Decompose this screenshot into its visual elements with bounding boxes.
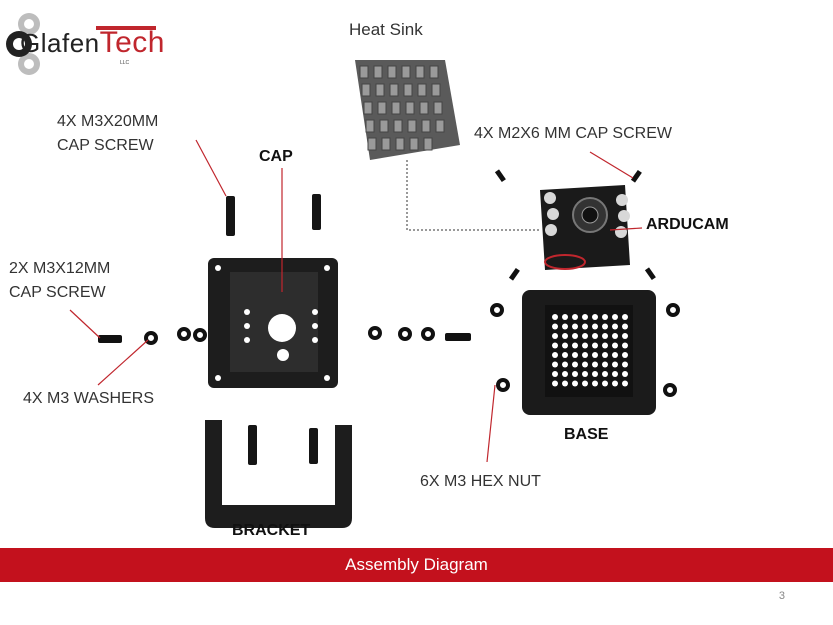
heat-sink-leader: [406, 160, 540, 231]
label-m2x6-screw: 4X M2X6 MM CAP SCREW: [474, 125, 672, 142]
led-dot: [622, 380, 628, 387]
label-arducam: ARDUCAM: [646, 216, 729, 233]
led-dot: [582, 361, 588, 368]
led-dot: [612, 342, 618, 349]
slide-title: Assembly Diagram: [345, 555, 488, 574]
led-dot: [612, 371, 618, 377]
led-dot: [612, 323, 618, 330]
led-dot: [592, 323, 598, 330]
logo-wordmark: GlafenTech: [20, 26, 165, 59]
label-base: BASE: [564, 426, 609, 443]
led-dot: [582, 342, 588, 349]
label-cap: CAP: [259, 148, 293, 165]
led-dot: [572, 342, 578, 349]
led-matrix: [552, 314, 628, 387]
led-dot: [552, 371, 558, 377]
led-dot: [622, 314, 628, 320]
cap-part: [208, 258, 338, 388]
led-dot: [552, 380, 558, 387]
led-dot: [602, 361, 608, 368]
led-dot: [622, 333, 628, 339]
led-dot: [592, 333, 598, 339]
led-dot: [602, 333, 608, 339]
m3x20-screws: [226, 194, 321, 236]
led-dot: [562, 380, 568, 387]
led-dot: [602, 323, 608, 330]
page-number: 3: [778, 590, 785, 602]
led-dot: [602, 314, 608, 320]
led-dot: [562, 314, 568, 320]
footer-banner: Assembly Diagram: [0, 548, 833, 582]
glafentech-logo: GlafenTech LLC: [2, 6, 172, 86]
led-dot: [572, 352, 578, 358]
led-dot: [582, 333, 588, 339]
led-dot: [582, 314, 588, 320]
led-dot: [572, 323, 578, 330]
led-dot: [612, 361, 618, 368]
label-m3x20-screw: 4X M3X20MM CAP SCREW: [57, 113, 159, 154]
led-dot: [582, 371, 588, 377]
led-dot: [592, 371, 598, 377]
heat-sink: [355, 60, 460, 160]
callout-leaders: [69, 139, 643, 463]
led-dot: [582, 352, 588, 358]
led-dot: [572, 380, 578, 387]
led-dot: [622, 323, 628, 330]
led-dot: [562, 333, 568, 339]
led-dot: [552, 323, 558, 330]
m3x12-screws: [98, 333, 471, 343]
led-dot: [602, 380, 608, 387]
label-heat-sink: Heat Sink: [349, 20, 423, 39]
led-dot: [622, 352, 628, 358]
label-hex-nut: 6X M3 HEX NUT: [420, 473, 541, 490]
bracket-part: [205, 420, 352, 528]
led-dot: [602, 342, 608, 349]
label-washers: 4X M3 WASHERS: [23, 390, 154, 407]
led-dot: [552, 361, 558, 368]
led-dot: [602, 371, 608, 377]
m2x6-screws: [494, 169, 656, 281]
led-dot: [572, 333, 578, 339]
led-dot: [622, 371, 628, 377]
led-dot: [572, 371, 578, 377]
led-dot: [572, 361, 578, 368]
led-dot: [602, 352, 608, 358]
led-dot: [572, 314, 578, 320]
label-bracket: BRACKET: [232, 522, 311, 539]
led-dot: [612, 314, 618, 320]
label-m3x12-screw: 2X M3X12MM CAP SCREW: [9, 260, 111, 301]
led-dot: [592, 380, 598, 387]
led-dot: [592, 314, 598, 320]
led-dot: [552, 314, 558, 320]
led-dot: [592, 342, 598, 349]
led-dot: [552, 352, 558, 358]
led-dot: [612, 333, 618, 339]
logo-accent-bar: [96, 26, 156, 30]
led-dot: [582, 380, 588, 387]
led-dot: [562, 371, 568, 377]
led-dot: [562, 352, 568, 358]
led-dot: [592, 361, 598, 368]
led-dot: [582, 323, 588, 330]
gear-logo-icon: [6, 13, 40, 75]
led-dot: [592, 352, 598, 358]
led-dot: [612, 380, 618, 387]
logo-llc: LLC: [120, 60, 130, 66]
led-dot: [622, 342, 628, 349]
led-dot: [552, 333, 558, 339]
led-dot: [562, 342, 568, 349]
led-dot: [562, 361, 568, 368]
parts-illustration: [69, 60, 680, 528]
led-dot: [622, 361, 628, 368]
led-dot: [562, 323, 568, 330]
base-part: [522, 290, 656, 415]
washers-nuts: [144, 303, 680, 397]
arducam-board: [540, 185, 630, 270]
led-dot: [552, 342, 558, 349]
led-dot: [612, 352, 618, 358]
